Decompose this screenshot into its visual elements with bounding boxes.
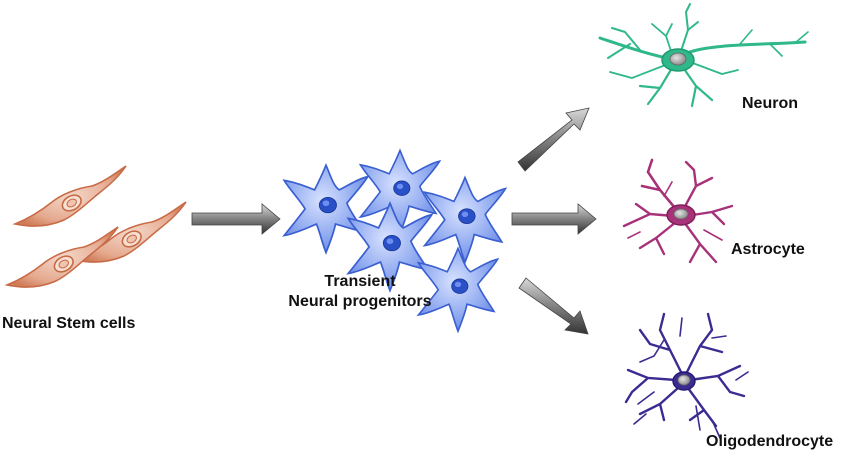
label-progenitor-line2: Neural progenitors xyxy=(288,293,432,310)
label-neuron: Neuron xyxy=(742,95,798,112)
progenitor-cell xyxy=(423,176,507,263)
arrow-to-oligodendrocyte xyxy=(518,277,589,335)
arrow-stem-to-progenitor xyxy=(191,203,281,235)
stem-cell xyxy=(14,165,127,227)
arrow-to-astrocyte xyxy=(511,203,597,235)
label-astrocyte: Astrocyte xyxy=(731,241,805,258)
label-transient-neural-progenitors: Transient Neural progenitors xyxy=(260,272,460,312)
label-neural-stem-cells: Neural Stem cells xyxy=(2,315,136,332)
astrocyte-cell xyxy=(622,158,734,264)
neuron-cell xyxy=(598,3,809,108)
progenitor-cell xyxy=(283,164,369,254)
label-oligodendrocyte: Oligodendrocyte xyxy=(706,433,834,450)
label-progenitor-line1: Transient xyxy=(324,273,396,290)
oligodendrocyte-cell xyxy=(624,312,749,439)
stem-cell-group xyxy=(6,165,187,288)
arrow-to-neuron xyxy=(517,107,590,172)
